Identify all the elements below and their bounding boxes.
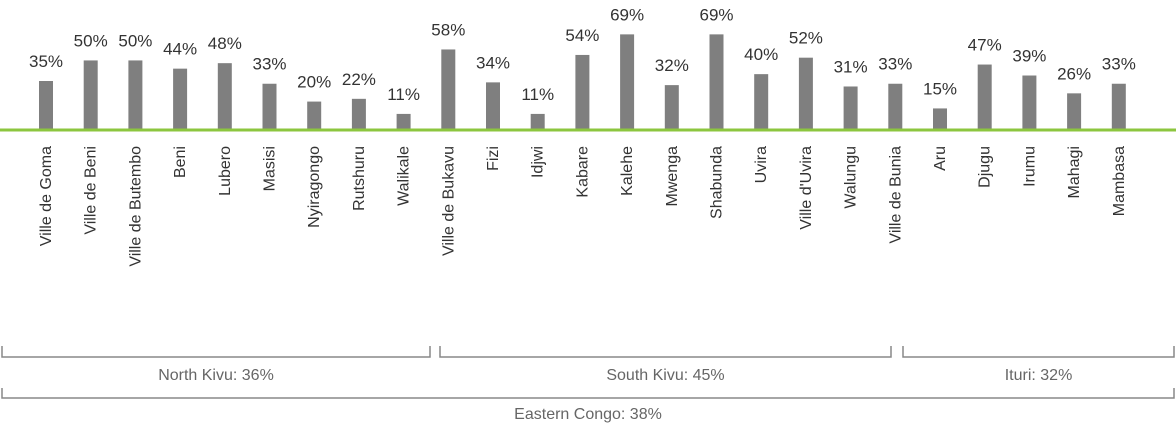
bar bbox=[262, 83, 277, 129]
category-label: Ville de Goma bbox=[38, 146, 55, 246]
group-bracket bbox=[1, 346, 431, 358]
category-label: Mahagi bbox=[1066, 146, 1083, 198]
value-label: 52% bbox=[789, 29, 823, 48]
bar bbox=[83, 60, 98, 129]
category-label: Ville de Bukavu bbox=[440, 146, 457, 256]
category-labels-layer: Ville de Goma Ville de Beni Ville de Butem… bbox=[38, 146, 1128, 267]
category-label: Ville d'Uvira bbox=[798, 146, 815, 230]
value-labels-layer: 35% 50% 50% 44% 48% 33% 20% 22% 11% 58% 34% 11% 54% 6… bbox=[29, 5, 1136, 104]
bar bbox=[530, 113, 545, 129]
value-label: 20% bbox=[297, 73, 331, 92]
value-label: 47% bbox=[968, 36, 1002, 55]
bar bbox=[39, 81, 53, 129]
category-label: Shabunda bbox=[709, 146, 726, 219]
category-label: Beni bbox=[172, 146, 189, 178]
category-label: Ville de Bunia bbox=[887, 146, 904, 244]
overall-bracket-line bbox=[1, 388, 1175, 399]
category-label: Kalehe bbox=[619, 146, 636, 196]
bar bbox=[486, 82, 500, 129]
category-label: Irumu bbox=[1021, 146, 1038, 187]
group-label: South Kivu: 45% bbox=[606, 367, 724, 384]
category-label: Kabare bbox=[574, 146, 591, 198]
value-label: 50% bbox=[118, 31, 152, 50]
group-bracket bbox=[902, 346, 1175, 358]
bar bbox=[798, 57, 813, 129]
bar bbox=[620, 34, 635, 129]
category-label: Fizi bbox=[485, 146, 502, 171]
bar bbox=[1067, 93, 1082, 129]
bar bbox=[709, 34, 724, 129]
bar bbox=[664, 85, 679, 129]
value-label: 58% bbox=[431, 20, 465, 39]
value-label: 15% bbox=[923, 79, 957, 98]
bar bbox=[441, 49, 456, 130]
overall-label: Eastern Congo: 38% bbox=[514, 406, 662, 423]
value-label: 33% bbox=[1102, 55, 1136, 74]
category-label: Lubero bbox=[217, 146, 234, 196]
value-label: 69% bbox=[610, 5, 644, 24]
category-label: Rutshuru bbox=[351, 146, 368, 211]
bars-layer bbox=[39, 34, 1126, 130]
bar bbox=[575, 54, 590, 129]
value-label: 32% bbox=[655, 56, 689, 75]
bar bbox=[396, 113, 411, 129]
category-label: Nyiragongo bbox=[306, 146, 323, 228]
group-brackets-layer: North Kivu: 36% South Kivu: 45% Ituri: 32% bbox=[1, 346, 1175, 384]
bar bbox=[1111, 83, 1126, 129]
value-label: 34% bbox=[476, 53, 510, 72]
value-label: 11% bbox=[387, 85, 420, 104]
group-label: North Kivu: 36% bbox=[158, 367, 274, 384]
category-label: Aru bbox=[932, 146, 949, 171]
value-label: 26% bbox=[1057, 64, 1091, 83]
bar bbox=[173, 68, 188, 129]
category-label: Uvira bbox=[753, 146, 770, 183]
bar bbox=[1022, 75, 1037, 129]
value-label: 48% bbox=[208, 34, 242, 53]
value-label: 11% bbox=[521, 85, 554, 104]
bar bbox=[307, 101, 322, 129]
category-label: Idjwi bbox=[530, 146, 547, 178]
value-label: 31% bbox=[834, 57, 868, 76]
category-label: Mwenga bbox=[664, 146, 681, 207]
bar bbox=[217, 63, 232, 129]
value-label: 40% bbox=[744, 45, 778, 64]
value-label: 44% bbox=[163, 40, 197, 59]
value-label: 54% bbox=[565, 26, 599, 45]
overall-bracket: Eastern Congo: 38% bbox=[1, 388, 1175, 423]
category-label: Walikale bbox=[396, 146, 413, 206]
group-bracket bbox=[439, 346, 892, 358]
value-label: 35% bbox=[29, 52, 63, 71]
value-label: 33% bbox=[252, 55, 286, 74]
bar bbox=[843, 86, 858, 129]
bar bbox=[351, 98, 366, 129]
category-label: Ville de Beni bbox=[83, 146, 100, 235]
bar bbox=[888, 83, 903, 129]
bar bbox=[128, 60, 143, 129]
bar bbox=[754, 74, 769, 129]
value-label: 33% bbox=[878, 55, 912, 74]
value-label: 50% bbox=[74, 31, 108, 50]
category-label: Masisi bbox=[262, 146, 279, 191]
value-label: 22% bbox=[342, 70, 376, 89]
value-label: 69% bbox=[699, 5, 733, 24]
category-label: Djugu bbox=[977, 146, 994, 188]
bar bbox=[977, 64, 992, 129]
category-label: Walungu bbox=[843, 146, 860, 209]
category-label: Mambasa bbox=[1111, 146, 1128, 216]
category-label: Ville de Butembo bbox=[127, 146, 144, 267]
bar bbox=[933, 108, 947, 129]
value-label: 39% bbox=[1012, 47, 1046, 66]
group-label: Ituri: 32% bbox=[1005, 367, 1073, 384]
